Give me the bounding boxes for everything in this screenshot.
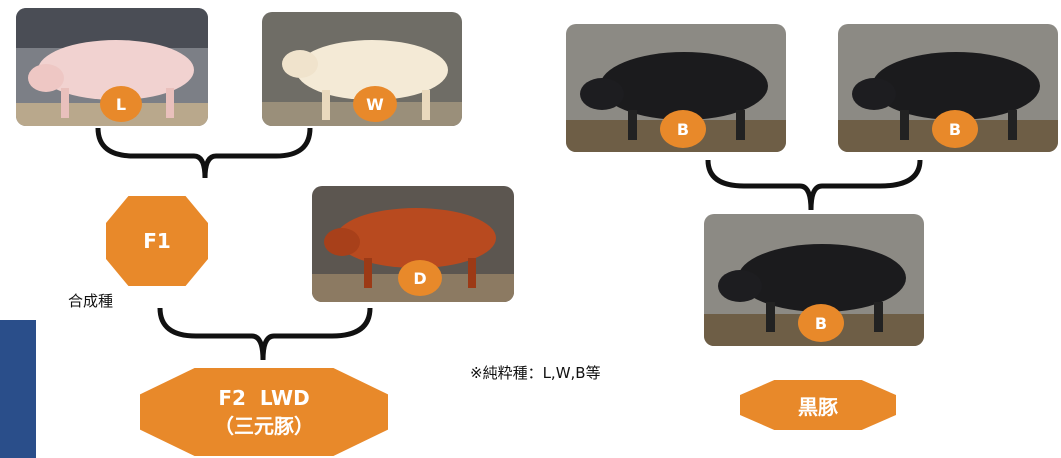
f1-node: F1	[106, 196, 208, 286]
synthetic-breed-label: 合成種	[68, 292, 114, 310]
berkshire-photo-2	[838, 24, 1058, 152]
kurobuta-node: 黒豚	[740, 380, 896, 430]
f2-lwd-label: F2 LWD	[218, 386, 310, 410]
breed-badge-w: W	[353, 86, 397, 122]
purebred-note: ※純粋種：L,W,B等	[470, 364, 601, 382]
breed-badge-b2: B	[932, 110, 978, 148]
cropped-side-image	[0, 320, 36, 458]
landrace-photo	[16, 8, 208, 126]
berkshire-pig-image-2	[838, 24, 1058, 152]
breed-badge-l: L	[100, 86, 142, 122]
bracket-bb	[704, 158, 924, 216]
bracket-f1-d	[156, 306, 376, 364]
breed-badge-d: D	[398, 260, 442, 296]
landrace-pig-image	[16, 8, 208, 126]
breed-badge-b1: B	[660, 110, 706, 148]
sangenton-label: （三元豚）	[214, 414, 314, 438]
f2-lwd-node: F2 LWD （三元豚）	[140, 368, 388, 456]
bracket-lw	[94, 126, 316, 184]
breed-badge-b3: B	[798, 304, 844, 342]
